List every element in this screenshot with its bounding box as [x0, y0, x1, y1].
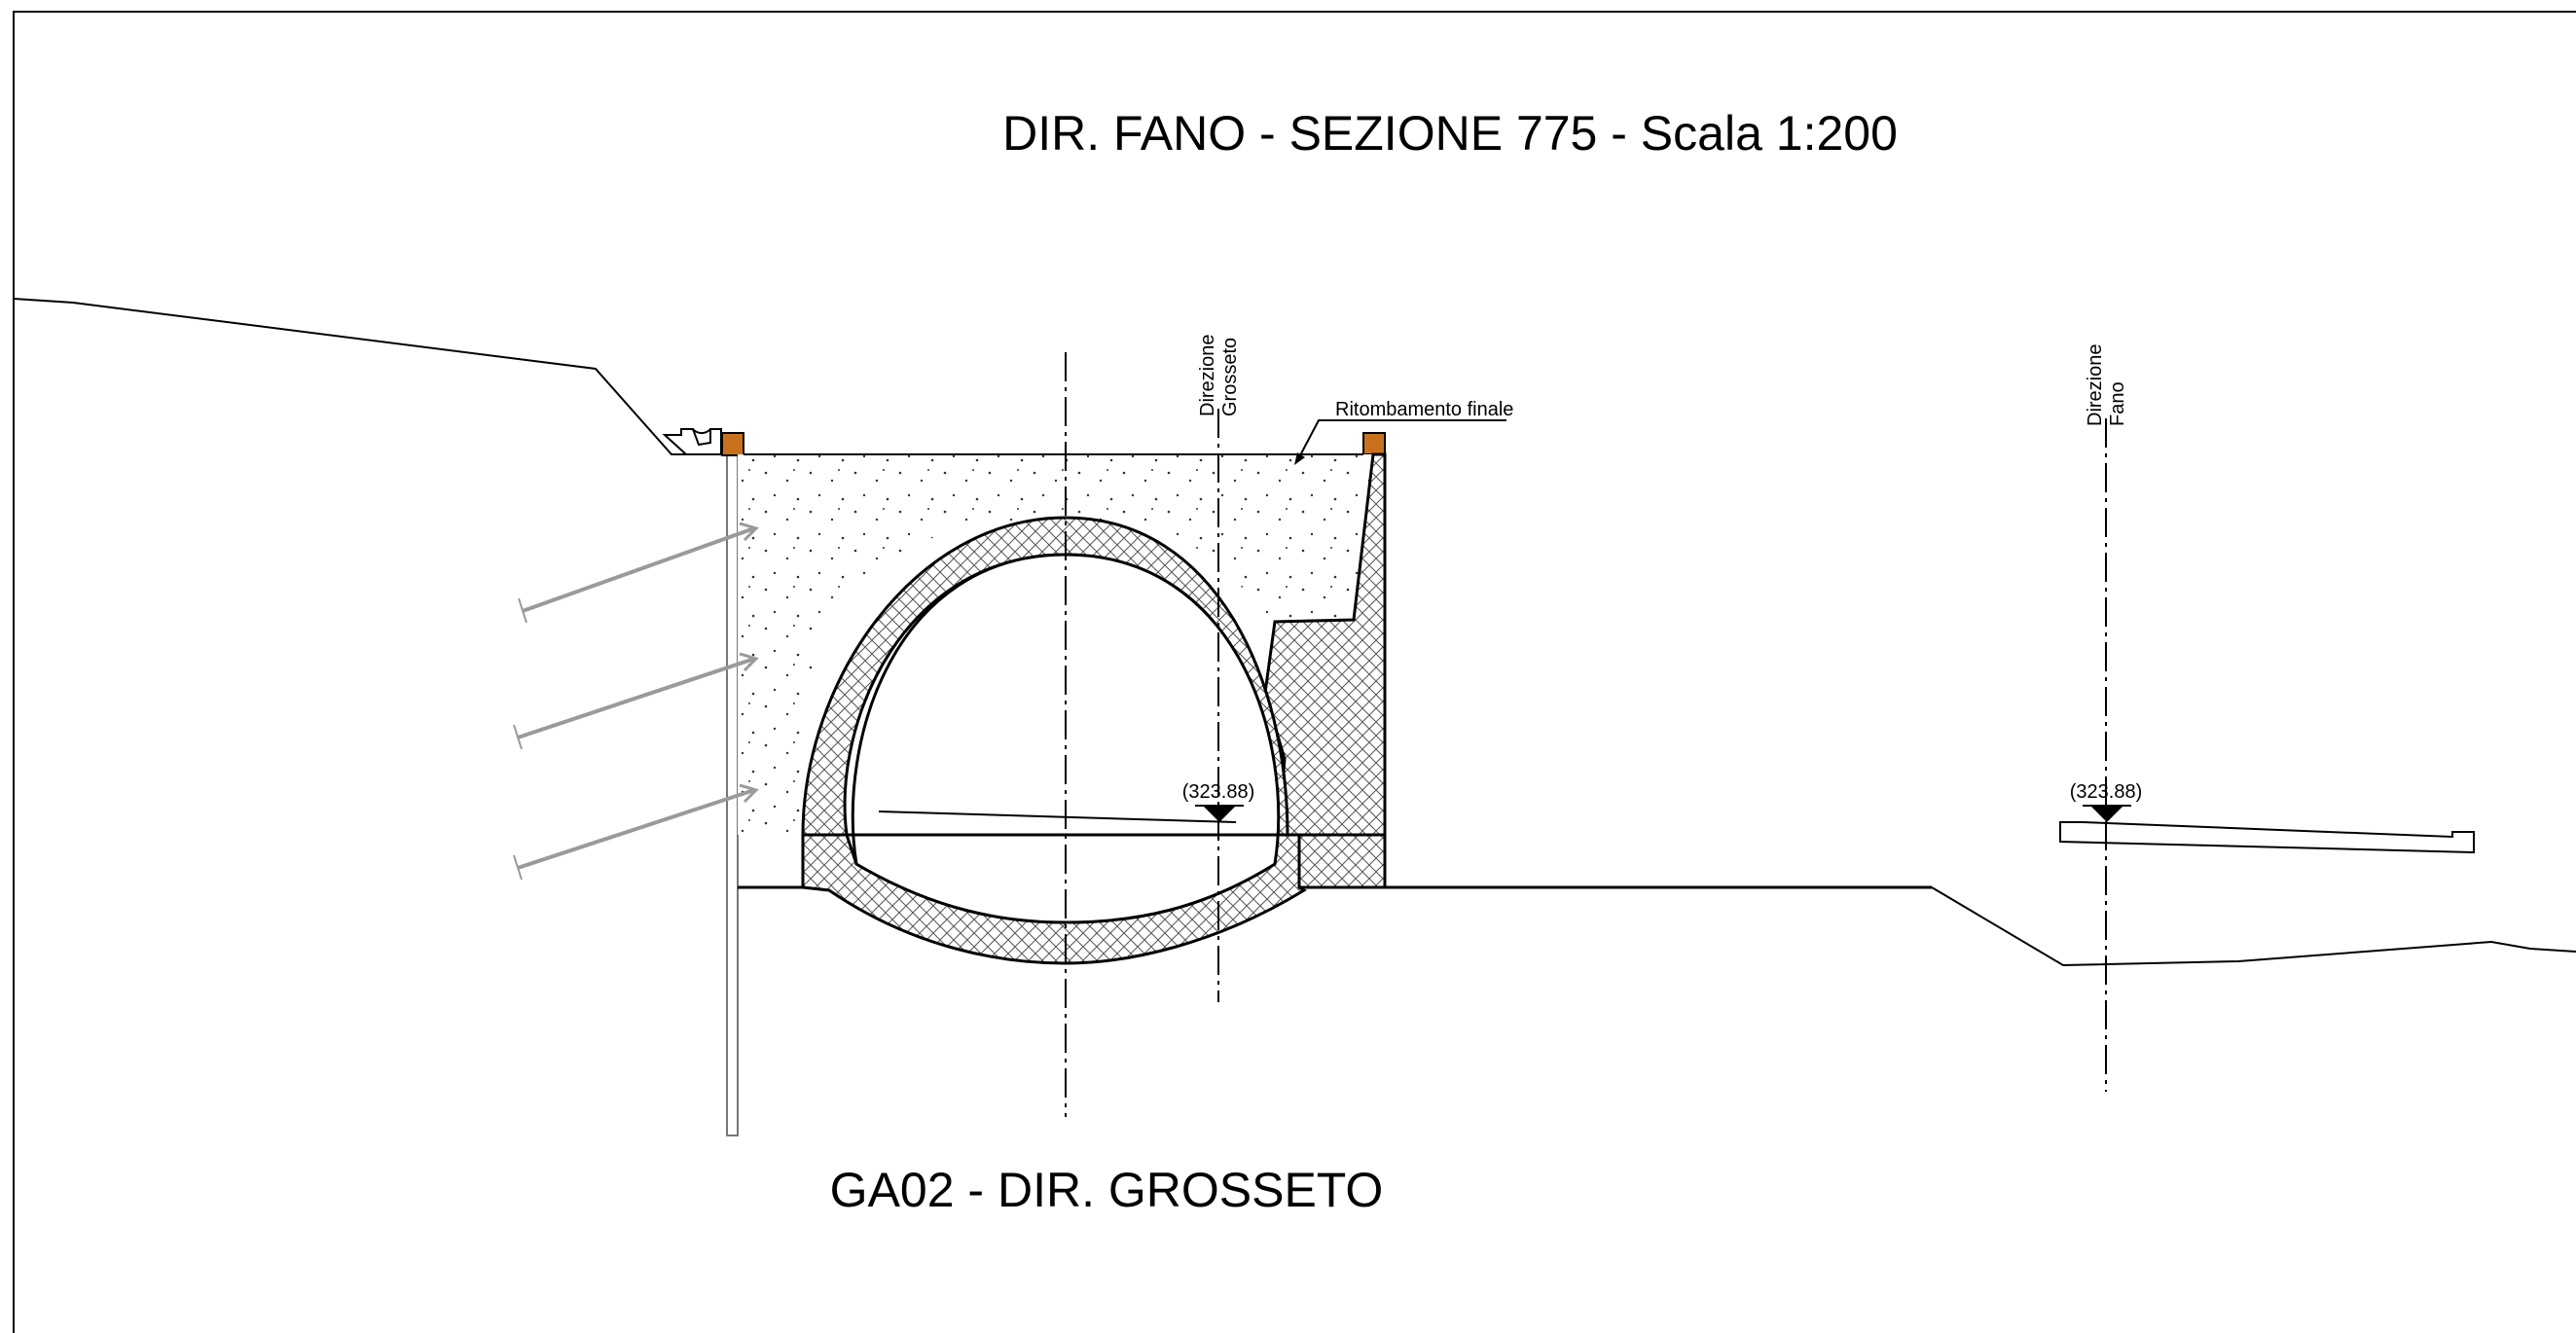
ground-anchors — [513, 522, 759, 881]
elevation-marker-right: (323.88) — [2070, 781, 2143, 822]
road-profile-right — [2059, 821, 2475, 854]
direzione-fano-line1: Direzione — [2085, 344, 2106, 426]
drawing-title: DIR. FANO - SEZIONE 775 - Scala 1:200 — [1002, 106, 1898, 161]
design-level-line — [878, 811, 1237, 823]
direzione-fano-line2: Fano — [2107, 381, 2128, 426]
wall-cap-left — [721, 432, 744, 456]
label-direzione-grosseto: Direzione Grosseto — [1197, 335, 1241, 416]
backfill-region — [738, 454, 1373, 835]
sheet-frame — [13, 11, 2576, 1333]
direzione-grosseto-line1: Direzione — [1197, 335, 1218, 416]
callout-ritombamento: Ritombamento finale — [1294, 399, 1513, 465]
ground-profile-left — [13, 298, 686, 455]
label-direzione-fano: Direzione Fano — [2085, 344, 2128, 426]
direzione-grosseto-line2: Grosseto — [1219, 338, 1241, 416]
elevation-marker-left: (323.88) — [1182, 781, 1255, 822]
wall-cap-right — [1362, 432, 1386, 455]
drawing-subtitle: GA02 - DIR. GROSSETO — [830, 1163, 1384, 1217]
elevation-label-left: (323.88) — [1182, 781, 1255, 803]
callout-ritombamento-text: Ritombamento finale — [1335, 399, 1513, 420]
elevation-label-right: (323.88) — [2070, 781, 2143, 803]
ground-profile-right — [1931, 886, 2576, 967]
drainage-channel — [662, 428, 722, 455]
